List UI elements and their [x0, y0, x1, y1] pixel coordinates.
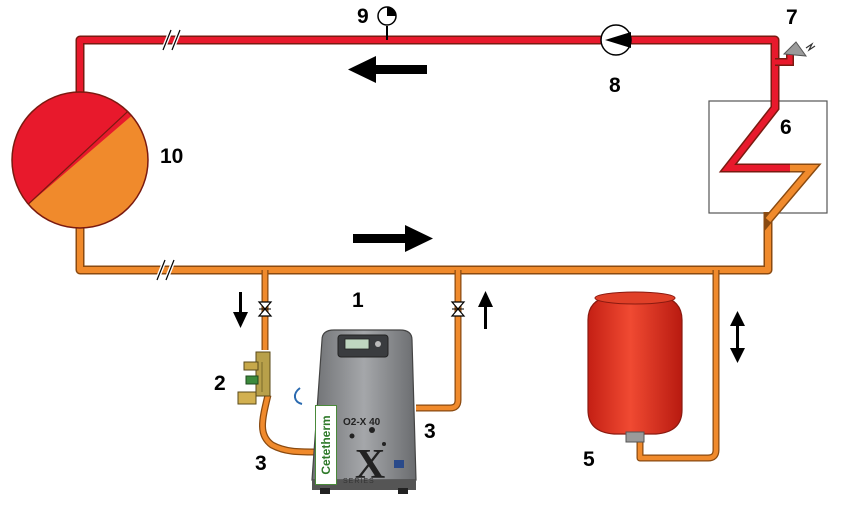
label-exchanger: 6: [780, 116, 792, 139]
label-vessel: 5: [583, 448, 595, 471]
flow-arrow-both: [730, 311, 745, 363]
flow-arrow-up: [478, 291, 493, 329]
safety-valve-icon: [782, 41, 816, 57]
boiler: [11, 91, 149, 229]
flow-arrow-return: [353, 225, 433, 252]
device-model: O2-X 40: [343, 417, 381, 428]
flow-arrow-down: [233, 292, 248, 328]
heat-exchanger: [708, 100, 828, 233]
isolation-valve-left-icon: [257, 301, 273, 317]
pump-icon: [600, 24, 632, 56]
label-gauge: 9: [357, 5, 369, 28]
label-unit: 1: [352, 289, 364, 312]
pipe-break-lines: [156, 29, 181, 281]
flow-arrow-supply: [348, 56, 427, 83]
svg-text:X: X: [355, 442, 385, 488]
label-hose-right: 3: [424, 420, 436, 443]
isolation-valve-right-icon: [450, 301, 466, 317]
device-brand-strip: Cetetherm: [315, 405, 337, 485]
label-boiler: 10: [160, 145, 184, 168]
device-brand: Cetetherm: [319, 415, 333, 475]
expansion-vessel: [587, 291, 683, 443]
device-series: SERIES: [343, 478, 375, 485]
supply-pipe: [75, 35, 794, 100]
pressure-gauge-icon: [377, 6, 397, 40]
dosing-fitting-icon: [237, 351, 271, 405]
label-dosing: 2: [214, 372, 226, 395]
label-hose-left: 3: [255, 452, 267, 475]
label-valve: 7: [786, 6, 798, 29]
return-pipe: [75, 210, 773, 275]
label-pump: 8: [609, 74, 621, 97]
degassing-unit: X: [294, 329, 417, 494]
